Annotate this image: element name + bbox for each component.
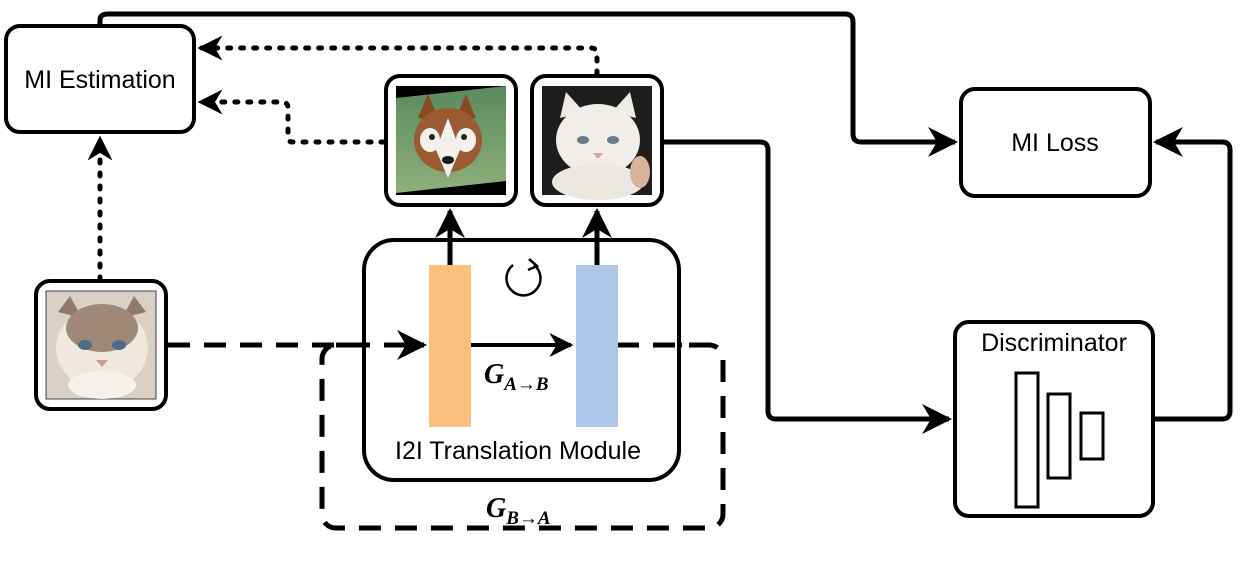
translated-white-kitten-photo	[552, 92, 650, 200]
discriminator-layer-3	[1079, 411, 1105, 461]
generator-ba-label: GB→A	[486, 493, 551, 529]
mi-estimation-to-mi-loss-arrow	[97, 11, 958, 157]
input-cat-photo	[47, 292, 155, 399]
encoder-block	[429, 265, 471, 427]
cat-to-discriminator-arrow	[662, 139, 952, 434]
mi-estimation-label: MI Estimation	[24, 66, 175, 94]
translation-module-label: I2I Translation Module	[395, 437, 641, 465]
translated-cat-frame	[530, 74, 664, 207]
input-image-frame	[34, 279, 168, 411]
discriminator-to-mi-loss-arrow	[1153, 127, 1233, 422]
discriminator-layer-1	[1014, 371, 1040, 509]
discriminator-label: Discriminator	[981, 329, 1127, 357]
discriminator-layer-2	[1046, 392, 1072, 480]
cycle-arrow-icon	[505, 258, 542, 297]
mi-loss-label: MI Loss	[1011, 129, 1099, 157]
decoder-block	[576, 265, 618, 427]
mi-loss-box	[959, 87, 1152, 198]
generator-ab-label: GA→B	[484, 359, 549, 395]
dog-to-mi-estimation-arrow	[197, 89, 387, 145]
translated-dog-frame	[384, 74, 518, 207]
cat-to-mi-estimation-arrow	[197, 35, 600, 77]
translated-husky-photo	[396, 86, 506, 193]
